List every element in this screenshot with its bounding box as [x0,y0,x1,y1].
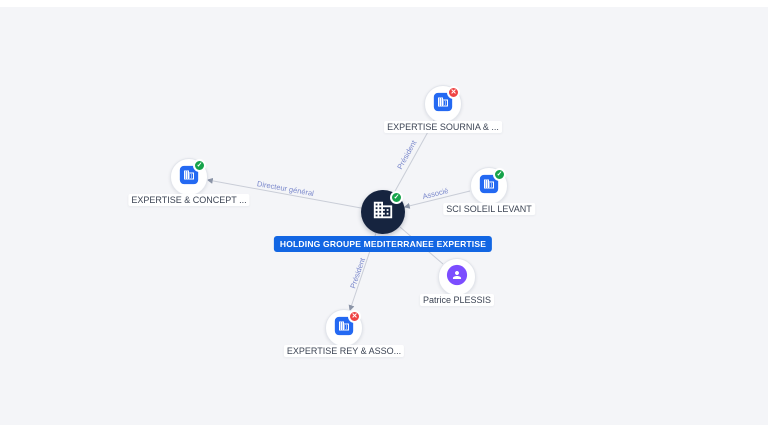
cross-badge: ✕ [447,86,460,99]
building-icon [372,199,394,226]
central-node-label[interactable]: HOLDING GROUPE MEDITERRANEE EXPERTISE [273,236,493,252]
node-label: EXPERTISE & CONCEPT ... [128,194,250,206]
edge-label-associe: Associé [422,186,450,201]
building-icon [179,165,199,190]
company-circle[interactable] [470,167,508,205]
check-badge: ✓ [390,191,403,204]
cross-badge: ✕ [348,310,361,323]
check-badge: ✓ [493,168,506,181]
node-label: Patrice PLESSIS [419,294,495,306]
edge-line-associe-soleil [403,190,471,209]
edge-line-directeur-general-concept [206,177,362,209]
node-label: SCI SOLEIL LEVANT [443,203,535,215]
edge-line-president-sournia [393,119,435,194]
node-label: EXPERTISE REY & ASSO... [283,345,405,357]
person-circle[interactable] [438,258,476,296]
node-label: EXPERTISE SOURNIA & ... [384,121,502,133]
building-icon [479,174,499,199]
edge-label-directeur-general: Directeur général [256,179,315,198]
building-icon [433,92,453,117]
building-icon [334,316,354,341]
person-icon [446,264,468,291]
check-badge: ✓ [193,159,206,172]
edge-label-president-rey: Président [348,256,367,290]
